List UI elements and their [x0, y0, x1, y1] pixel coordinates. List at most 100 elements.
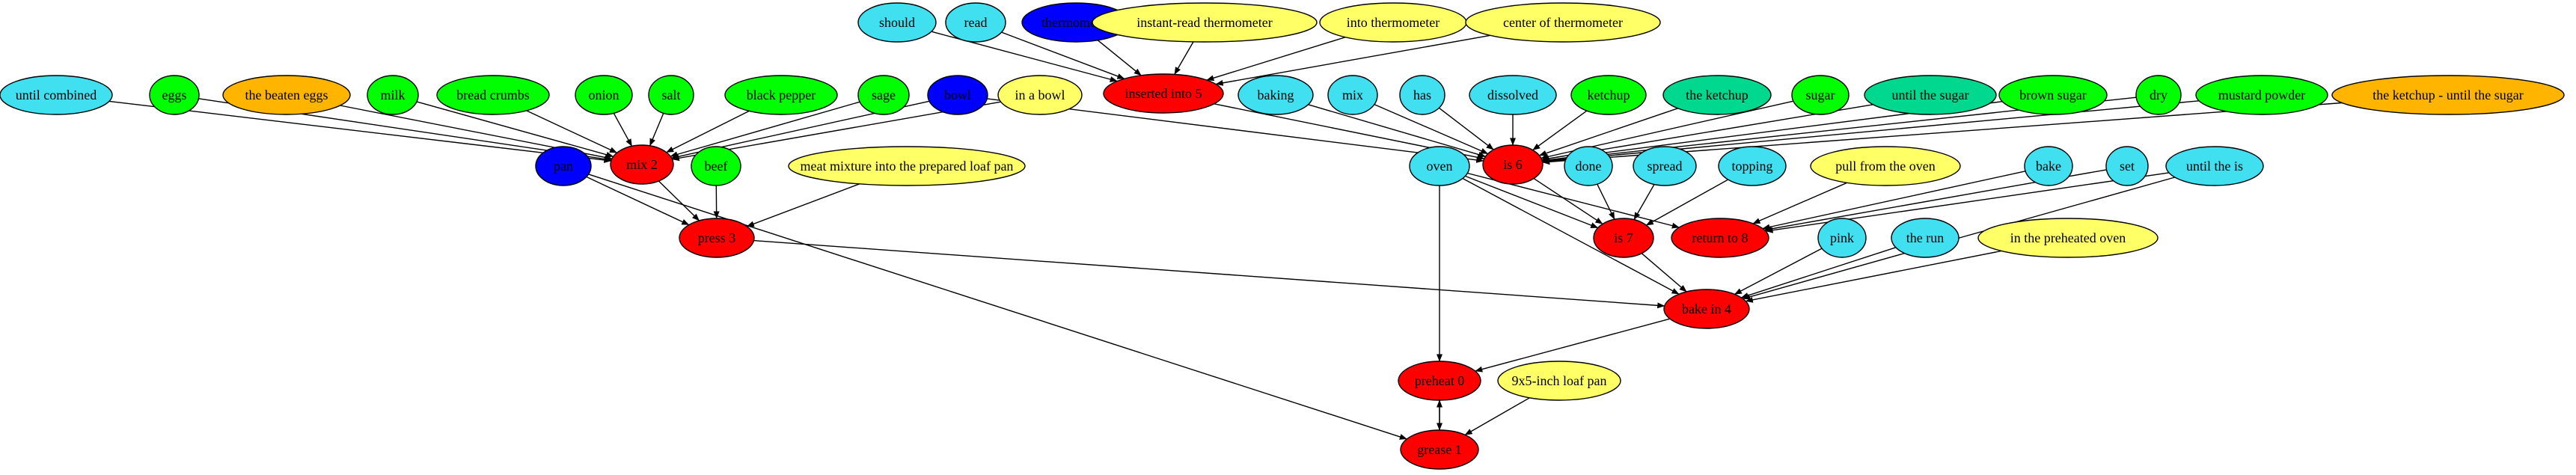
node-preheat: preheat 0 — [1398, 361, 1481, 401]
edge-center_thermo-to-inserted — [1215, 34, 1491, 86]
node-label-sage: sage — [872, 88, 896, 102]
edge-until_combined-to-mix — [108, 100, 612, 163]
node-shape-ketchup_until — [2331, 75, 2565, 115]
node-spread: spread — [1633, 146, 1697, 186]
node-mustard: mustard powder — [2195, 75, 2328, 115]
node-shape-pink — [1817, 218, 1867, 258]
node-shape-oven — [1409, 146, 1470, 186]
node-inserted: inserted into 5 — [1103, 73, 1224, 114]
node-shape-meat_mixture — [788, 146, 1026, 186]
edge-preheated_oven-to-bake4 — [1745, 250, 2002, 303]
node-label-until_combined: until combined — [16, 88, 97, 102]
node-label-return8: return to 8 — [1692, 230, 1749, 245]
node-shape-the_ketchup — [1662, 75, 1772, 115]
edge-oven-to-bake4 — [1462, 177, 1680, 295]
node-label-the_ketchup: the ketchup — [1686, 88, 1748, 102]
node-shape-onion — [575, 75, 633, 115]
node-sage: sage — [857, 75, 910, 115]
node-shape-until_combined — [0, 75, 113, 115]
node-shape-bake_tool — [2024, 146, 2073, 186]
node-label-black_pepper: black pepper — [747, 88, 816, 102]
edge-pan_blue-to-press — [586, 176, 690, 226]
node-label-pink: pink — [1830, 230, 1854, 245]
node-label-beaten_eggs: the beaten eggs — [245, 88, 328, 102]
node-shape-has — [1399, 75, 1445, 115]
node-label-beef: beef — [705, 159, 728, 174]
node-shape-inserted — [1103, 73, 1224, 114]
node-label-ketchup_until: the ketchup - until the sugar — [2372, 88, 2523, 102]
edge-press-to-bake4 — [753, 239, 1665, 309]
node-label-loaf_pan: 9x5-inch loaf pan — [1512, 373, 1607, 388]
node-eggs: eggs — [149, 75, 200, 115]
node-shape-preheat — [1398, 361, 1481, 401]
node-shape-the_run — [1891, 218, 1959, 258]
node-the_run: the run — [1891, 218, 1959, 258]
node-dry: dry — [2135, 75, 2182, 115]
node-beef: beef — [691, 146, 741, 186]
node-label-thermometer_blue: thermometer — [1041, 15, 1110, 30]
node-bread_crumbs: bread crumbs — [436, 75, 550, 115]
node-shape-instant_read — [1092, 2, 1318, 43]
node-label-dry: dry — [2150, 88, 2167, 102]
node-shape-should — [857, 2, 937, 43]
edge-the_run-to-bake4 — [1740, 247, 1897, 298]
edge-is6-to-is7 — [1533, 178, 1603, 224]
node-label-mix_tool: mix — [1342, 88, 1363, 102]
node-salt: salt — [648, 75, 694, 115]
node-sugar: sugar — [1791, 75, 1850, 115]
node-ketchup_until: the ketchup - until the sugar — [2331, 75, 2565, 115]
node-center_thermo: center of thermometer — [1465, 2, 1661, 43]
node-label-done: done — [1576, 159, 1602, 174]
node-until_combined: until combined — [0, 75, 113, 115]
node-milk: milk — [367, 75, 419, 115]
node-label-oven: oven — [1427, 159, 1453, 174]
node-meat_mixture: meat mixture into the prepared loaf pan — [788, 146, 1026, 186]
edge-pull_oven-to-return8 — [1752, 182, 1847, 224]
node-label-salt: salt — [662, 88, 681, 102]
node-shape-loaf_pan — [1497, 361, 1621, 401]
node-shape-is7 — [1593, 218, 1654, 258]
node-shape-mix — [610, 144, 674, 185]
node-shape-pull_oven — [1810, 146, 1961, 186]
node-brown_sugar: brown sugar — [1998, 75, 2108, 115]
node-shape-brown_sugar — [1998, 75, 2108, 115]
node-onion: onion — [575, 75, 633, 115]
node-shape-spread — [1633, 146, 1697, 186]
edge-oven-to-is7 — [1465, 175, 1599, 229]
edge-has-to-is6 — [1438, 107, 1494, 150]
node-label-brown_sugar: brown sugar — [2019, 88, 2086, 102]
node-label-sugar: sugar — [1806, 88, 1835, 102]
node-label-bowl_blue: bowl — [944, 88, 971, 102]
node-label-eggs: eggs — [162, 88, 187, 102]
node-label-meat_mixture: meat mixture into the prepared loaf pan — [801, 159, 1014, 174]
node-done: done — [1564, 146, 1613, 186]
node-has: has — [1399, 75, 1445, 115]
node-shape-pan_blue — [535, 146, 592, 186]
node-label-mix: mix 2 — [626, 157, 658, 172]
node-shape-done — [1564, 146, 1613, 186]
node-bake4: bake in 4 — [1663, 289, 1750, 329]
node-press: press 3 — [679, 218, 755, 258]
node-label-baking: baking — [1258, 88, 1294, 102]
node-label-the_run: the run — [1906, 230, 1944, 245]
node-shape-set — [2105, 146, 2149, 186]
edge-baking-to-is6 — [1308, 104, 1486, 158]
node-shape-beef — [691, 146, 741, 186]
node-until_the_is: until the is — [2165, 146, 2264, 186]
node-label-milk: milk — [380, 88, 405, 102]
node-bake_tool: bake — [2024, 146, 2073, 186]
node-shape-until_the_is — [2165, 146, 2264, 186]
edge-bake_tool-to-return8 — [1762, 171, 2026, 230]
edge-mix-to-press — [658, 180, 700, 221]
node-label-pan_blue: pan — [554, 159, 573, 174]
edge-mix_tool-to-is6 — [1374, 103, 1489, 155]
node-label-set: set — [2120, 159, 2135, 174]
node-label-preheat: preheat 0 — [1415, 373, 1464, 388]
node-label-read: read — [964, 15, 988, 30]
node-shape-bake4 — [1663, 289, 1750, 329]
node-shape-mustard — [2195, 75, 2328, 115]
node-shape-ketchup — [1570, 75, 1647, 115]
node-shape-baking — [1237, 75, 1314, 115]
